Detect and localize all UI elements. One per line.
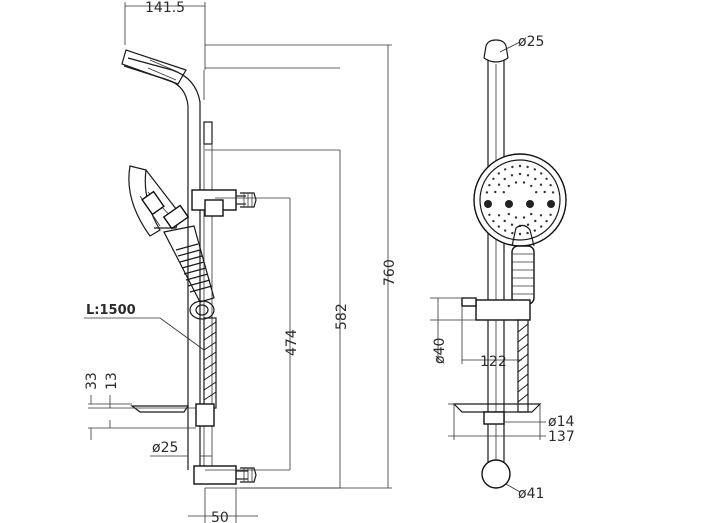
- spray-nozzle: [518, 164, 522, 168]
- dim-total-height-text: 760: [382, 259, 398, 286]
- shower-head-front: [473, 153, 567, 247]
- dish-diameter-text: ø14: [548, 414, 574, 430]
- spray-nozzle: [511, 165, 514, 169]
- spray-nozzle: [533, 168, 536, 171]
- dim-33-text: 33: [84, 372, 100, 390]
- spray-nozzle: [534, 219, 537, 223]
- spray-nozzle: [539, 214, 543, 217]
- side-view: 141.5: [84, 0, 398, 523]
- front-view: ø25: [430, 34, 575, 502]
- holder-diameter-text: ø40: [432, 338, 448, 364]
- spray-nozzle: [522, 181, 526, 184]
- dim-bar-diameter-side-text: ø25: [152, 440, 178, 456]
- dim-top-width-text: 141.5: [145, 0, 185, 16]
- spray-nozzle: [526, 223, 530, 226]
- spray-nozzle: [533, 229, 536, 232]
- hose-length-callout: L:1500: [84, 303, 205, 351]
- shower-arm: [121, 49, 213, 145]
- spray-nozzle: [540, 225, 543, 228]
- spray-nozzle: [492, 177, 495, 180]
- spray-nozzle: [518, 172, 522, 176]
- spray-nozzle-pattern: [485, 164, 555, 236]
- spray-nozzle: [526, 165, 529, 169]
- spray-nozzle: [518, 232, 522, 236]
- spray-nozzle: [530, 212, 533, 216]
- hose-side: [203, 317, 217, 409]
- spray-nozzle: [507, 212, 510, 216]
- dim-13-text: 13: [104, 372, 120, 390]
- hose-length-text: L:1500: [86, 303, 136, 318]
- spray-nozzle: [545, 220, 548, 223]
- spray-nozzle: [510, 174, 514, 177]
- spray-nozzle: [504, 229, 507, 232]
- spray-nozzle: [522, 216, 526, 219]
- spray-nozzle: [497, 225, 500, 228]
- spray-nozzle: [514, 181, 518, 184]
- spray-nozzle: [540, 172, 543, 175]
- spray-nozzle: [526, 231, 529, 235]
- spray-nozzle: [551, 191, 555, 194]
- spray-nozzle: [543, 190, 546, 194]
- lower-rail-front: [487, 320, 505, 462]
- dim-base-width-text: 50: [211, 510, 229, 523]
- spray-nozzle: [497, 172, 500, 175]
- spray-nozzle: [545, 177, 548, 180]
- dim-bar-height-text: 582: [334, 303, 350, 330]
- dim-holder-height-text: 474: [284, 329, 300, 356]
- dim-base-width: 50: [188, 488, 258, 523]
- spray-nozzle: [510, 223, 514, 226]
- spray-nozzle: [488, 213, 491, 216]
- spray-nozzle: [535, 191, 538, 194]
- dish-projection-text: 137: [548, 429, 575, 445]
- spray-nozzle: [530, 184, 533, 188]
- spray-nozzle: [488, 184, 491, 187]
- dim-total-height: 760: [205, 44, 398, 489]
- spray-nozzle: [526, 174, 530, 177]
- spray-nozzle: [485, 191, 489, 194]
- spray-nozzle: [549, 213, 552, 216]
- spray-nozzle: [549, 184, 552, 187]
- spray-nozzle: [514, 216, 518, 219]
- soap-dish-side: 33 13: [84, 372, 215, 440]
- lower-wall-bracket: [193, 465, 340, 489]
- top-pipe-diameter-text: ø25: [518, 34, 544, 50]
- spray-nozzle: [539, 183, 543, 186]
- upper-wall-bracket: [191, 189, 257, 217]
- spray-nozzle: [507, 184, 510, 188]
- spray-nozzle: [504, 168, 507, 171]
- spray-nozzle: [494, 190, 497, 194]
- dim-top-width: 141.5: [124, 0, 206, 70]
- slider-holder-front: ø40 122: [430, 297, 531, 370]
- holder-offset-text: 122: [480, 354, 507, 370]
- spray-nozzle: [503, 219, 506, 223]
- dim-bar-height: 582: [334, 150, 350, 488]
- spray-nozzle: [497, 183, 501, 186]
- soap-dish-front: ø14 137: [448, 403, 575, 445]
- knob-diameter-text: ø41: [518, 486, 544, 502]
- spray-nozzle: [534, 177, 537, 181]
- bottom-knob-front: ø41: [481, 459, 544, 502]
- spray-nozzle: [502, 191, 505, 194]
- spray-mode-buttons: [484, 200, 555, 208]
- spray-nozzle: [497, 214, 501, 217]
- hand-shower-side: [128, 165, 215, 320]
- dim-bar-diameter-side: ø25: [150, 440, 212, 457]
- dim-holder-height: 474: [215, 197, 300, 470]
- hose-front: [517, 319, 529, 413]
- spray-nozzle: [492, 220, 495, 223]
- spray-nozzle: [511, 231, 514, 235]
- spray-nozzle: [503, 177, 506, 181]
